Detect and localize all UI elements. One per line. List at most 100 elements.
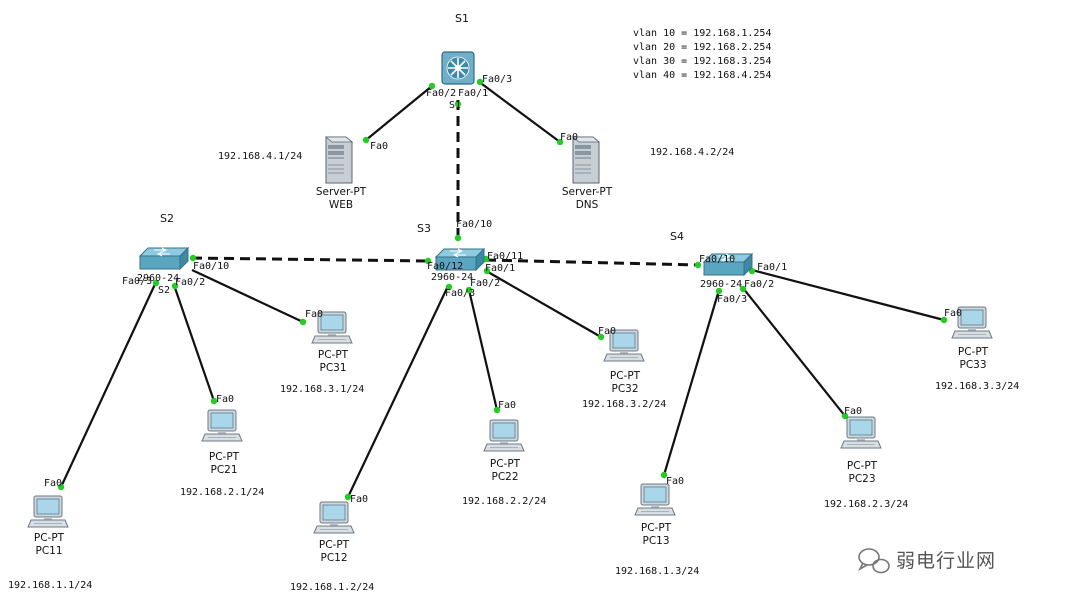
port-label: Fa0/1: [757, 262, 787, 273]
pc-ip: 192.168.1.1/24: [8, 580, 92, 591]
pc-type: PC-PT: [318, 349, 349, 361]
port-label: Fa0: [44, 478, 62, 489]
link-s3-pc12[interactable]: [347, 285, 449, 498]
pc-type: PC-PT: [209, 451, 240, 463]
port-status-dot: [57, 483, 65, 491]
switch-s1-title: S1: [455, 12, 469, 25]
port-label: Fa0/2: [744, 279, 774, 290]
pc-ip: 192.168.2.2/24: [462, 496, 546, 507]
switch-s4[interactable]: S4 2960-24 Fa0/10 Fa0/1 Fa0/2 Fa0/3: [670, 230, 787, 305]
port-label: Fa0: [305, 309, 323, 320]
pc-name: PC23: [848, 473, 875, 485]
pc-pc13[interactable]: Fa0 PC-PT PC13 192.168.1.3/24: [615, 476, 699, 577]
server-web[interactable]: Fa0 Server-PT WEB 192.168.4.1/24: [218, 136, 388, 211]
port-status-dot: [344, 493, 352, 501]
port-label: Fa0/10: [456, 219, 492, 230]
pc-pc23[interactable]: Fa0 PC-PT PC23 192.168.2.3/24: [824, 406, 908, 510]
port-label: Fa0/2: [175, 277, 205, 288]
pc-pc12[interactable]: Fa0 PC-PT PC12 192.168.1.2/24: [290, 494, 374, 593]
pc-pc31[interactable]: Fa0 PC-PT PC31 192.168.3.1/24: [280, 309, 364, 395]
links: [60, 83, 945, 498]
watermark: 弱电行业网: [858, 548, 996, 574]
switch-s4-title: S4: [670, 230, 684, 243]
pc-icon: [201, 409, 243, 442]
switch-s3[interactable]: S3 2960-24 Fa0/10 Fa0/12 Fa0/11 Fa0/1 Fa…: [417, 219, 523, 299]
port-label: Fa0: [498, 400, 516, 411]
port-status-dot: [940, 316, 948, 324]
port-status-dot: [454, 234, 462, 242]
link-s1-dns[interactable]: [481, 83, 561, 143]
pc-icon: [27, 495, 69, 528]
server-type: Server-PT: [316, 186, 367, 198]
link-s4-pc23[interactable]: [742, 287, 846, 417]
port-status-dot: [660, 471, 668, 479]
port-status-dot: [715, 287, 723, 295]
switch-model: 2960-24: [431, 272, 473, 283]
port-status-dot: [445, 283, 453, 291]
port-label: Fa0: [844, 406, 862, 417]
port-status-dot: [556, 138, 564, 146]
pc-pc11[interactable]: Fa0 PC-PT PC11 192.168.1.1/24: [8, 478, 92, 591]
server-dns[interactable]: Fa0 Server-PT DNS 192.168.4.2/24: [560, 132, 734, 211]
port-label: Fa0: [370, 141, 388, 152]
link-s3-pc32[interactable]: [487, 271, 602, 338]
server-ip: 192.168.4.2/24: [650, 147, 734, 158]
switch-s3-title: S3: [417, 222, 431, 235]
pc-name: PC21: [210, 464, 237, 476]
pc-name: PC12: [320, 552, 347, 564]
vlan-legend-line: vlan 40 = 192.168.4.254: [633, 70, 771, 81]
pc-name: PC32: [611, 383, 638, 395]
switch-s1[interactable]: S1 S1 Fa0/2 Fa0/1 Fa0/3: [426, 12, 512, 111]
trunk-s3-s4[interactable]: [485, 258, 699, 267]
watermark-text: 弱电行业网: [896, 550, 996, 572]
vlan-legend: vlan 10 = 192.168.1.254 vlan 20 = 192.16…: [633, 28, 771, 81]
port-status-dot: [454, 100, 462, 108]
port-label: Fa0: [666, 476, 684, 487]
port-label: Fa0/12: [427, 261, 463, 272]
switch-s2-title: S2: [160, 212, 174, 225]
link-s4-pc33[interactable]: [751, 268, 945, 322]
port-label: Fa0/3: [445, 288, 475, 299]
pc-ip: 192.168.3.3/24: [935, 381, 1019, 392]
multilayer-switch-icon: [441, 51, 475, 85]
pc-ip: 192.168.2.3/24: [824, 499, 908, 510]
port-label: Fa0: [216, 394, 234, 405]
pc-ip: 192.168.1.2/24: [290, 582, 374, 593]
pc-type: PC-PT: [641, 522, 672, 534]
pc-name: PC33: [959, 359, 986, 371]
pc-pc32[interactable]: Fa0 PC-PT PC32 192.168.3.2/24: [582, 326, 666, 410]
pc-pc22[interactable]: Fa0 PC-PT PC22 192.168.2.2/24: [462, 400, 546, 507]
port-status-dot: [476, 78, 484, 86]
port-label: Fa0/10: [193, 261, 229, 272]
port-status-dot: [483, 267, 491, 275]
pc-pc21[interactable]: Fa0 PC-PT PC21 192.168.2.1/24: [180, 394, 264, 498]
pc-pc33[interactable]: Fa0 PC-PT PC33 192.168.3.3/24: [935, 306, 1019, 392]
link-s3-pc22[interactable]: [467, 289, 499, 411]
port-label: Fa0: [350, 494, 368, 505]
pc-icon: [313, 501, 355, 534]
server-ip: 192.168.4.1/24: [218, 151, 302, 162]
server-icon: [325, 136, 353, 184]
trunk-s2-s3[interactable]: [191, 256, 431, 263]
port-label: Fa0: [944, 308, 962, 319]
port-status-dot: [493, 406, 501, 414]
link-s1-web[interactable]: [365, 85, 433, 141]
pc-ip: 192.168.1.3/24: [615, 566, 699, 577]
pc-name: PC22: [491, 471, 518, 483]
port-label: Fa0/1: [458, 88, 488, 99]
port-label: Fa0/1: [485, 263, 515, 274]
port-label: Fa0/3: [717, 294, 747, 305]
link-s4-pc13[interactable]: [662, 289, 721, 476]
vlan-legend-line: vlan 20 = 192.168.2.254: [633, 42, 771, 53]
port-status-dot: [694, 261, 702, 269]
pc-type: PC-PT: [610, 370, 641, 382]
port-label: Fa0/3: [482, 74, 512, 85]
port-label: Fa0: [598, 326, 616, 337]
link-s2-pc31[interactable]: [191, 269, 304, 323]
link-s2-pc21[interactable]: [172, 284, 216, 402]
link-s2-pc11[interactable]: [60, 281, 157, 488]
switch-s2[interactable]: S2 2960-24 S2 Fa0/10 Fa0/3 Fa0/2: [122, 212, 229, 296]
port-status-dot: [171, 282, 179, 290]
port-label: Fa0: [560, 132, 578, 143]
